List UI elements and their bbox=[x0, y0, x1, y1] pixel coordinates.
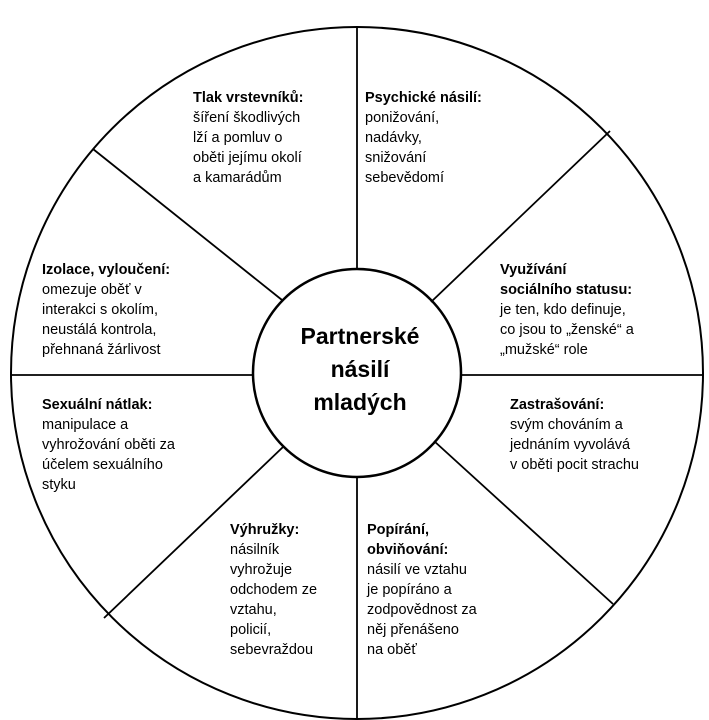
segment-title: Tlak vrstevníků: bbox=[193, 90, 304, 106]
segment-isolation: Izolace, vyloučení: omezuje oběť v inter… bbox=[42, 260, 170, 360]
segment-title: Výhružky: bbox=[230, 522, 300, 538]
segment-body: manipulace a vyhrožování oběti za účelem… bbox=[42, 417, 175, 493]
segment-title: Zastrašování: bbox=[510, 397, 605, 413]
segment-title: Sexuální nátlak: bbox=[42, 397, 153, 413]
divider-lower-right bbox=[433, 440, 614, 605]
divider-lower-left bbox=[103, 446, 284, 619]
segment-title: Izolace, vyloučení: bbox=[42, 262, 171, 278]
segment-body: násilník vyhrožuje odchodem ze vztahu, p… bbox=[230, 542, 318, 658]
divider-upper-left bbox=[92, 148, 283, 301]
segment-body: omezuje oběť v interakci s okolím, neust… bbox=[42, 282, 161, 358]
segment-peer-pressure: Tlak vrstevníků: šíření škodlivých lží a… bbox=[193, 88, 303, 188]
segment-body: šíření škodlivých lží a pomluv o oběti j… bbox=[193, 110, 302, 186]
segment-intimidation: Zastrašování: svým chováním a jednáním v… bbox=[510, 395, 639, 475]
segment-title: Využívání sociálního statusu: bbox=[500, 262, 633, 298]
segment-psychological-violence: Psychické násilí: ponižování, nadávky, s… bbox=[365, 88, 482, 188]
segment-body: je ten, kdo definuje, co jsou to „ženské… bbox=[500, 302, 634, 358]
segment-sexual-coercion: Sexuální nátlak: manipulace a vyhrožován… bbox=[42, 395, 175, 495]
center-title: Partnerské násilí mladých bbox=[300, 323, 420, 415]
segment-denial-blaming: Popírání, obviňování: násilí ve vztahu j… bbox=[367, 520, 477, 660]
segment-body: ponižování, nadávky, snižování sebevědom… bbox=[365, 110, 444, 186]
segment-title: Psychické násilí: bbox=[365, 90, 482, 106]
segment-threats: Výhružky: násilník vyhrožuje odchodem ze… bbox=[230, 520, 317, 660]
segment-body: svým chováním a jednáním vyvolává v obět… bbox=[510, 417, 639, 473]
divider-upper-right bbox=[430, 130, 611, 303]
segment-title: Popírání, obviňování: bbox=[367, 522, 449, 558]
segment-body: násilí ve vztahu je popíráno a zodpovědn… bbox=[367, 562, 477, 658]
segment-social-status: Využívání sociálního statusu: je ten, kd… bbox=[500, 260, 634, 360]
